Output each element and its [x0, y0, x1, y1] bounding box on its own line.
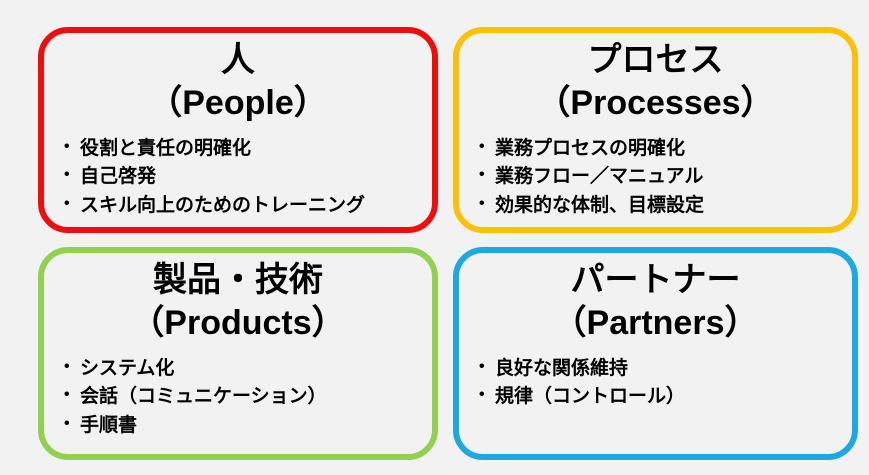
- products-bullet-list: システム化 会話（コミュニケーション） 手順書: [44, 355, 432, 441]
- processes-bullet-list: 業務プロセスの明確化 業務フロー／マニュアル 効果的な体制、目標設定: [459, 135, 852, 221]
- products-box: 製品・技術 （Products） システム化 会話（コミュニケーション） 手順書: [38, 247, 438, 460]
- people-title-en: （People）: [148, 83, 328, 122]
- partners-bullet-list: 良好な関係維持 規律（コントロール）: [459, 355, 852, 412]
- bullet-item: 役割と責任の明確化: [63, 135, 424, 164]
- processes-box: プロセス （Processes） 業務プロセスの明確化 業務フロー／マニュアル …: [453, 27, 858, 233]
- processes-title-jp: プロセス: [587, 41, 724, 79]
- partners-title: パートナー （Partners）: [459, 253, 852, 345]
- bullet-item: スキル向上のためのトレーニング: [63, 192, 424, 221]
- products-title: 製品・技術 （Products）: [44, 253, 432, 345]
- products-title-en: （Products）: [130, 303, 346, 342]
- people-box: 人 （People） 役割と責任の明確化 自己啓発 スキル向上のためのトレーニン…: [38, 27, 438, 233]
- bullet-item: 業務プロセスの明確化: [478, 135, 844, 164]
- bullet-item: 会話（コミュニケーション）: [63, 383, 424, 412]
- processes-title: プロセス （Processes）: [459, 33, 852, 125]
- processes-title-en: （Processes）: [536, 83, 775, 122]
- partners-box: パートナー （Partners） 良好な関係維持 規律（コントロール）: [453, 247, 858, 460]
- partners-title-jp: パートナー: [570, 261, 741, 299]
- people-title-jp: 人: [221, 41, 255, 79]
- bullet-item: 良好な関係維持: [478, 355, 844, 384]
- bullet-item: 自己啓発: [63, 163, 424, 192]
- bullet-item: 規律（コントロール）: [478, 383, 844, 412]
- people-title: 人 （People）: [44, 33, 432, 125]
- bullet-item: 業務フロー／マニュアル: [478, 163, 844, 192]
- bullet-item: システム化: [63, 355, 424, 384]
- bullet-item: 効果的な体制、目標設定: [478, 192, 844, 221]
- people-bullet-list: 役割と責任の明確化 自己啓発 スキル向上のためのトレーニング: [44, 135, 432, 221]
- partners-title-en: （Partners）: [552, 303, 759, 342]
- bullet-item: 手順書: [63, 412, 424, 441]
- products-title-jp: 製品・技術: [153, 261, 323, 299]
